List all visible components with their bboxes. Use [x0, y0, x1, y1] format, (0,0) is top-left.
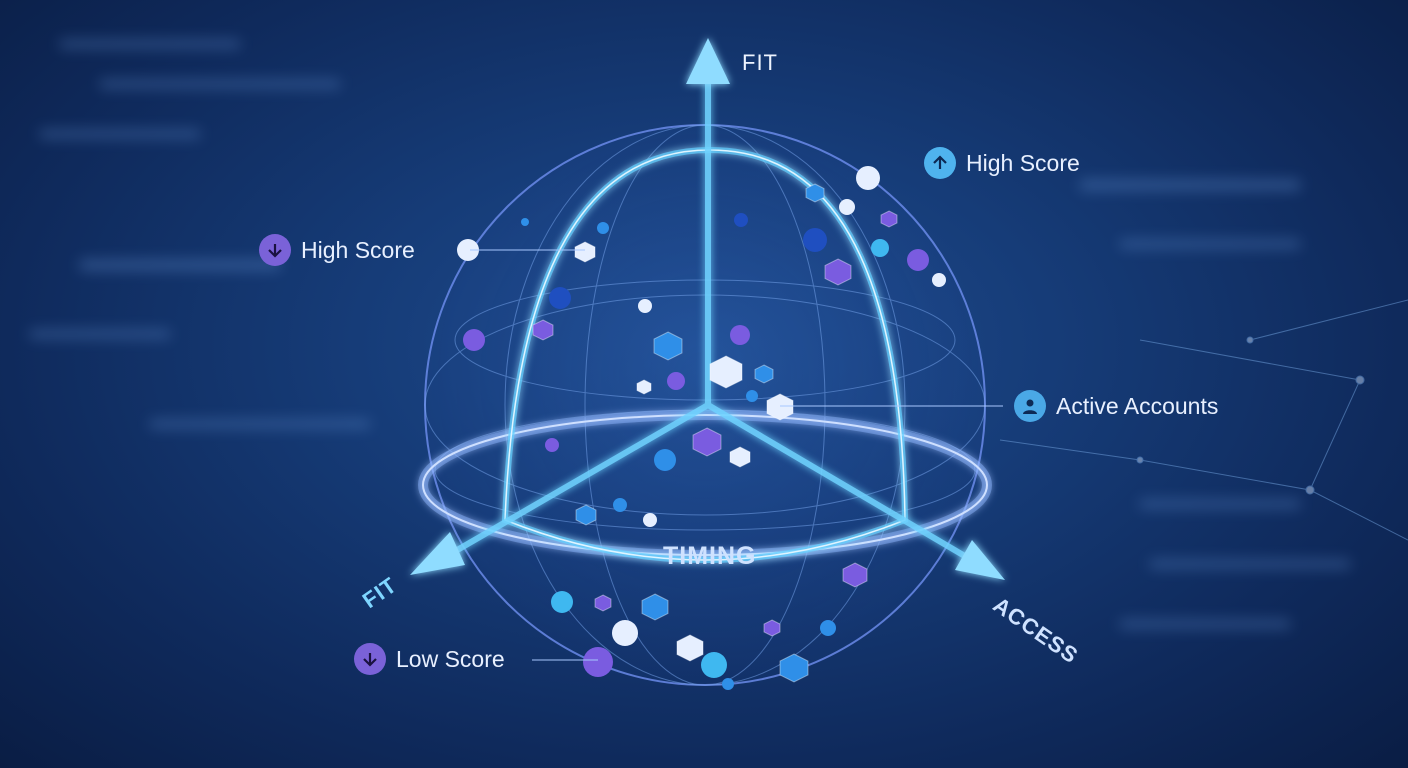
data-point-sphere: [549, 287, 571, 309]
data-points: [457, 166, 946, 690]
callout-label: High Score: [301, 236, 415, 263]
callout-label: Active Accounts: [1056, 392, 1219, 419]
arrow-head-top: [686, 38, 730, 84]
data-point-cube: [594, 594, 612, 612]
data-point-cube: [641, 593, 669, 621]
data-point-sphere: [839, 199, 855, 215]
data-point-sphere: [701, 652, 727, 678]
data-point-sphere: [457, 239, 479, 261]
data-point-sphere: [730, 325, 750, 345]
data-point-sphere: [722, 678, 734, 690]
timing-ring: [418, 410, 992, 560]
data-point-cube: [880, 210, 898, 228]
axis-label-timing: TIMING: [663, 542, 757, 570]
data-point-cube: [575, 504, 597, 526]
axis-arrows: [438, 60, 982, 568]
data-point-cube: [729, 446, 751, 468]
data-point-sphere: [643, 513, 657, 527]
data-point-cube: [763, 619, 781, 637]
data-point-sphere: [551, 591, 573, 613]
data-point-sphere: [612, 620, 638, 646]
triangle-arcs: [501, 146, 909, 563]
data-point-cube: [842, 562, 868, 588]
data-point-cube: [636, 379, 652, 395]
data-point-sphere: [583, 647, 613, 677]
data-point-sphere: [463, 329, 485, 351]
data-point-sphere: [856, 166, 880, 190]
data-point-cube: [574, 241, 596, 263]
callout-low-score: Low Score: [354, 643, 505, 675]
data-point-sphere: [597, 222, 609, 234]
data-point-sphere: [820, 620, 836, 636]
callout-label: High Score: [966, 149, 1080, 176]
data-point-cube: [824, 258, 852, 286]
data-point-sphere: [803, 228, 827, 252]
data-point-cube: [692, 427, 722, 457]
arrow-head-right: [955, 540, 1005, 580]
data-point-cube: [532, 319, 554, 341]
data-point-sphere: [613, 498, 627, 512]
data-point-sphere: [654, 449, 676, 471]
callout-high-score-down: High Score: [259, 234, 415, 266]
callout-active-accounts: Active Accounts: [1014, 390, 1218, 422]
callout-label: Low Score: [396, 645, 505, 672]
data-point-cube: [709, 355, 743, 389]
data-point-sphere: [932, 273, 946, 287]
data-point-sphere: [734, 213, 748, 227]
data-point-sphere: [521, 218, 529, 226]
data-point-sphere: [907, 249, 929, 271]
callout-high-score-up: High Score: [924, 147, 1080, 179]
user-icon: [1014, 390, 1046, 422]
data-point-cube: [754, 364, 774, 384]
data-point-cube: [676, 634, 704, 662]
arrow-up-icon: [924, 147, 956, 179]
data-point-sphere: [871, 239, 889, 257]
axis-label-fit-top: FIT: [742, 50, 778, 75]
data-point-sphere: [746, 390, 758, 402]
data-point-sphere: [545, 438, 559, 452]
arrow-head-left: [410, 532, 465, 575]
data-point-sphere: [638, 299, 652, 313]
data-point-sphere: [667, 372, 685, 390]
data-point-cube: [766, 393, 794, 421]
arrow-down-icon: [354, 643, 386, 675]
data-point-cube: [805, 183, 825, 203]
data-point-cube: [779, 653, 809, 683]
data-point-cube: [653, 331, 683, 361]
arrow-down-icon: [259, 234, 291, 266]
